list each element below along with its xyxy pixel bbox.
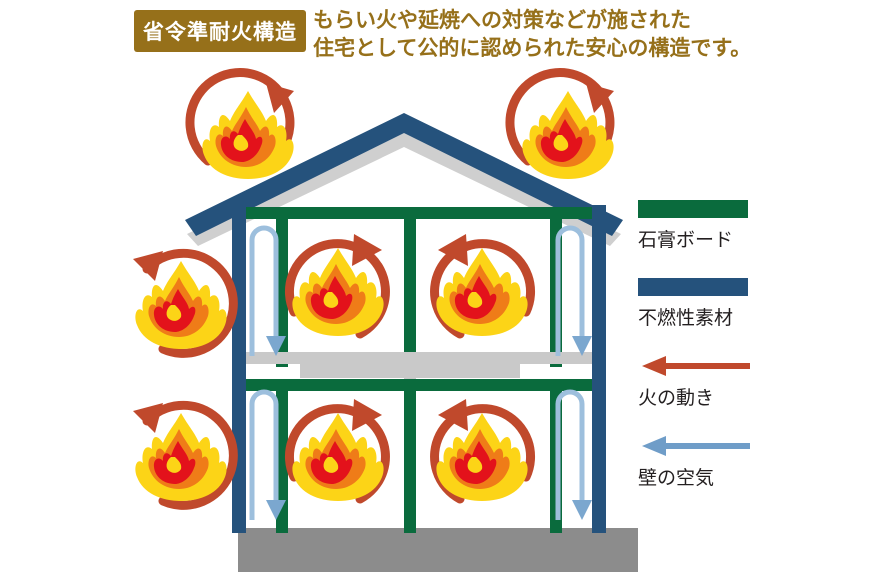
gypsum-ceiling-lower bbox=[246, 379, 592, 391]
gypsum-stud-upper-left bbox=[276, 207, 288, 367]
outer-wall-left bbox=[232, 205, 246, 533]
red-left-arrow-icon bbox=[642, 356, 750, 376]
description-line-2: 住宅として公的に認められた安心の構造です。 bbox=[313, 36, 752, 60]
badge-label: 省令準耐火構造 bbox=[143, 20, 297, 44]
header-description: もらい火や延焼への対策などが施された 住宅として公的に認められた安心の構造です。 bbox=[313, 6, 752, 62]
floor-support-right bbox=[416, 364, 520, 378]
legend: 石膏ボード 不燃性素材 火の動き 壁の空気 bbox=[638, 200, 838, 516]
air-arrow-lower-right bbox=[558, 392, 592, 520]
legend-label-gypsum-board: 石膏ボード bbox=[638, 229, 734, 251]
flame-exterior-roof-left bbox=[190, 73, 294, 179]
flame-exterior-wall-left bbox=[133, 251, 233, 353]
gypsum-center-column-upper bbox=[404, 207, 416, 359]
flame-interior-lower-right bbox=[435, 399, 531, 501]
construction-type-badge: 省令準耐火構造 bbox=[134, 10, 306, 52]
gypsum-stud-lower-left bbox=[276, 379, 288, 533]
legend-item-fire-movement: 火の動き bbox=[638, 356, 838, 410]
description-line-1: もらい火や延焼への対策などが施された bbox=[313, 8, 691, 32]
green-swatch-icon bbox=[638, 200, 748, 218]
air-arrow-upper-right bbox=[558, 228, 592, 356]
legend-label-wall-air: 壁の空気 bbox=[638, 467, 715, 489]
floor-support-center bbox=[404, 358, 416, 380]
legend-label-fire-movement: 火の動き bbox=[638, 387, 715, 409]
blue-left-arrow-icon bbox=[642, 436, 750, 456]
flame-exterior-wall-lower-left bbox=[133, 403, 233, 505]
flame-interior-upper-right bbox=[435, 234, 531, 336]
outer-wall-right bbox=[592, 205, 606, 533]
gypsum-center-column-lower bbox=[404, 379, 416, 533]
floor-support-left bbox=[300, 364, 404, 378]
foundation-slab bbox=[238, 528, 638, 572]
flame-interior-lower-left bbox=[289, 399, 385, 501]
flame-interior-upper-left bbox=[289, 234, 385, 336]
floor-slab bbox=[246, 352, 592, 364]
page-header: 省令準耐火構造 もらい火や延焼への対策などが施された 住宅として公的に認められた… bbox=[0, 0, 878, 72]
navy-swatch-icon bbox=[638, 278, 748, 296]
legend-item-gypsum-board: 石膏ボード bbox=[638, 200, 838, 252]
gypsum-ceiling-upper bbox=[246, 207, 592, 219]
flame-exterior-roof-right bbox=[510, 73, 614, 179]
legend-label-noncombustible: 不燃性素材 bbox=[638, 307, 734, 329]
legend-item-noncombustible: 不燃性素材 bbox=[638, 278, 838, 330]
legend-item-wall-air: 壁の空気 bbox=[638, 436, 838, 490]
